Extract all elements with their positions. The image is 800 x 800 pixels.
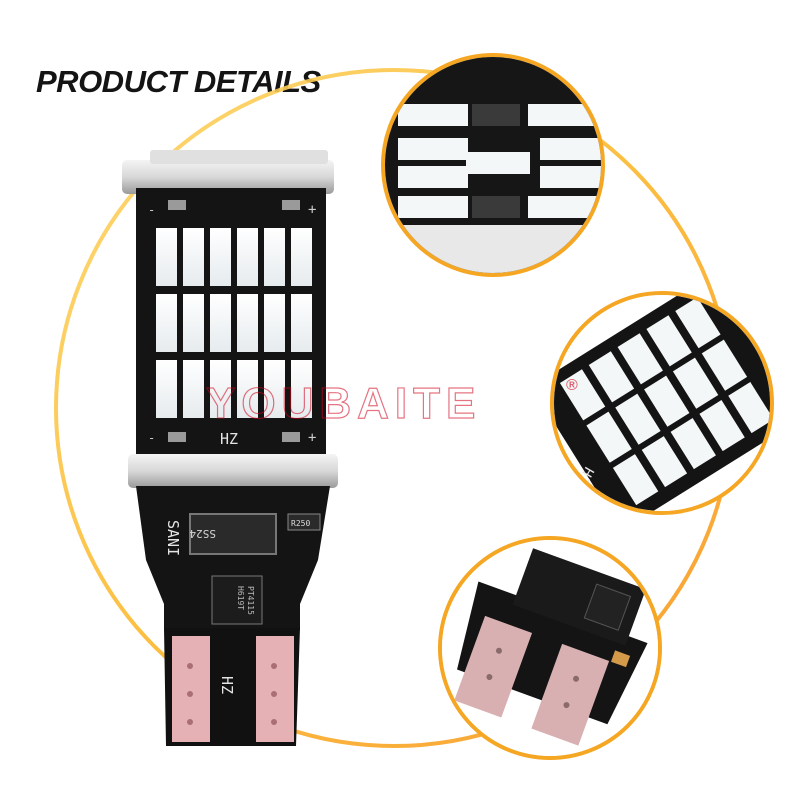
led-chip bbox=[291, 360, 312, 418]
led-chip bbox=[701, 339, 748, 391]
plus-label: + bbox=[308, 202, 316, 218]
zoom-led-closeup bbox=[381, 53, 605, 277]
resistor-label: R250 bbox=[291, 519, 310, 528]
led-chip bbox=[675, 297, 721, 349]
diode-label: SS24 bbox=[189, 527, 216, 540]
minus-label: - bbox=[148, 203, 155, 217]
led-chip bbox=[646, 315, 692, 367]
sani-label: SANI bbox=[164, 520, 182, 556]
resistor-chip bbox=[287, 513, 321, 531]
zoom-base-closeup bbox=[438, 536, 662, 760]
led-chip bbox=[615, 393, 661, 445]
led-chip bbox=[672, 357, 719, 409]
plus-label-bottom: + bbox=[308, 430, 316, 446]
led-chip bbox=[210, 228, 231, 286]
pcb-pad bbox=[472, 196, 520, 218]
led-chip bbox=[210, 360, 231, 418]
led-chip bbox=[291, 294, 312, 352]
registered-mark: ® bbox=[566, 377, 578, 394]
led-chip bbox=[398, 196, 468, 218]
led-chip bbox=[156, 360, 177, 418]
led-chip bbox=[183, 360, 204, 418]
led-chip bbox=[559, 369, 606, 421]
brand-watermark: YOUBAITE bbox=[206, 379, 481, 428]
driver-chip bbox=[211, 575, 263, 625]
minus-label-bottom: - bbox=[148, 431, 155, 445]
led-chip bbox=[210, 294, 231, 352]
led-chip bbox=[641, 436, 688, 488]
led-chip bbox=[644, 375, 690, 427]
driver-label-2: H619T bbox=[236, 586, 245, 610]
led-chip bbox=[183, 228, 204, 286]
led-chip bbox=[612, 454, 659, 506]
led-chip bbox=[540, 138, 601, 160]
led-chip bbox=[540, 166, 601, 188]
led-chip bbox=[466, 152, 530, 174]
led-chip bbox=[156, 228, 177, 286]
led-chip bbox=[264, 228, 285, 286]
led-chip bbox=[398, 104, 468, 126]
led-chip bbox=[264, 360, 285, 418]
led-chip bbox=[264, 294, 285, 352]
led-chip bbox=[588, 351, 635, 403]
led-chip bbox=[237, 360, 258, 418]
driver-label-1: PT4115 bbox=[246, 586, 255, 615]
zoom-led-angle: HZ bbox=[550, 291, 774, 515]
led-chip bbox=[528, 196, 598, 218]
led-chip bbox=[398, 138, 468, 160]
base-hz-label: HZ bbox=[218, 676, 236, 694]
led-chip bbox=[237, 294, 258, 352]
led-chip bbox=[237, 228, 258, 286]
led-chip bbox=[183, 294, 204, 352]
pcb-pad bbox=[472, 104, 520, 126]
led-chip bbox=[728, 382, 770, 434]
hz-label: HZ bbox=[220, 430, 238, 448]
diode-chip bbox=[189, 513, 277, 555]
led-chip bbox=[528, 104, 598, 126]
led-chip bbox=[617, 333, 663, 385]
led-chip bbox=[156, 294, 177, 352]
led-chip bbox=[398, 166, 468, 188]
led-chip bbox=[699, 400, 745, 452]
led-chip-grid bbox=[156, 228, 312, 418]
led-bulb: - + - + HZ SANI SS24 R250 PT4115 H619T H… bbox=[122, 150, 338, 746]
led-chip bbox=[670, 418, 716, 470]
led-chip bbox=[586, 411, 632, 463]
led-chip bbox=[291, 228, 312, 286]
